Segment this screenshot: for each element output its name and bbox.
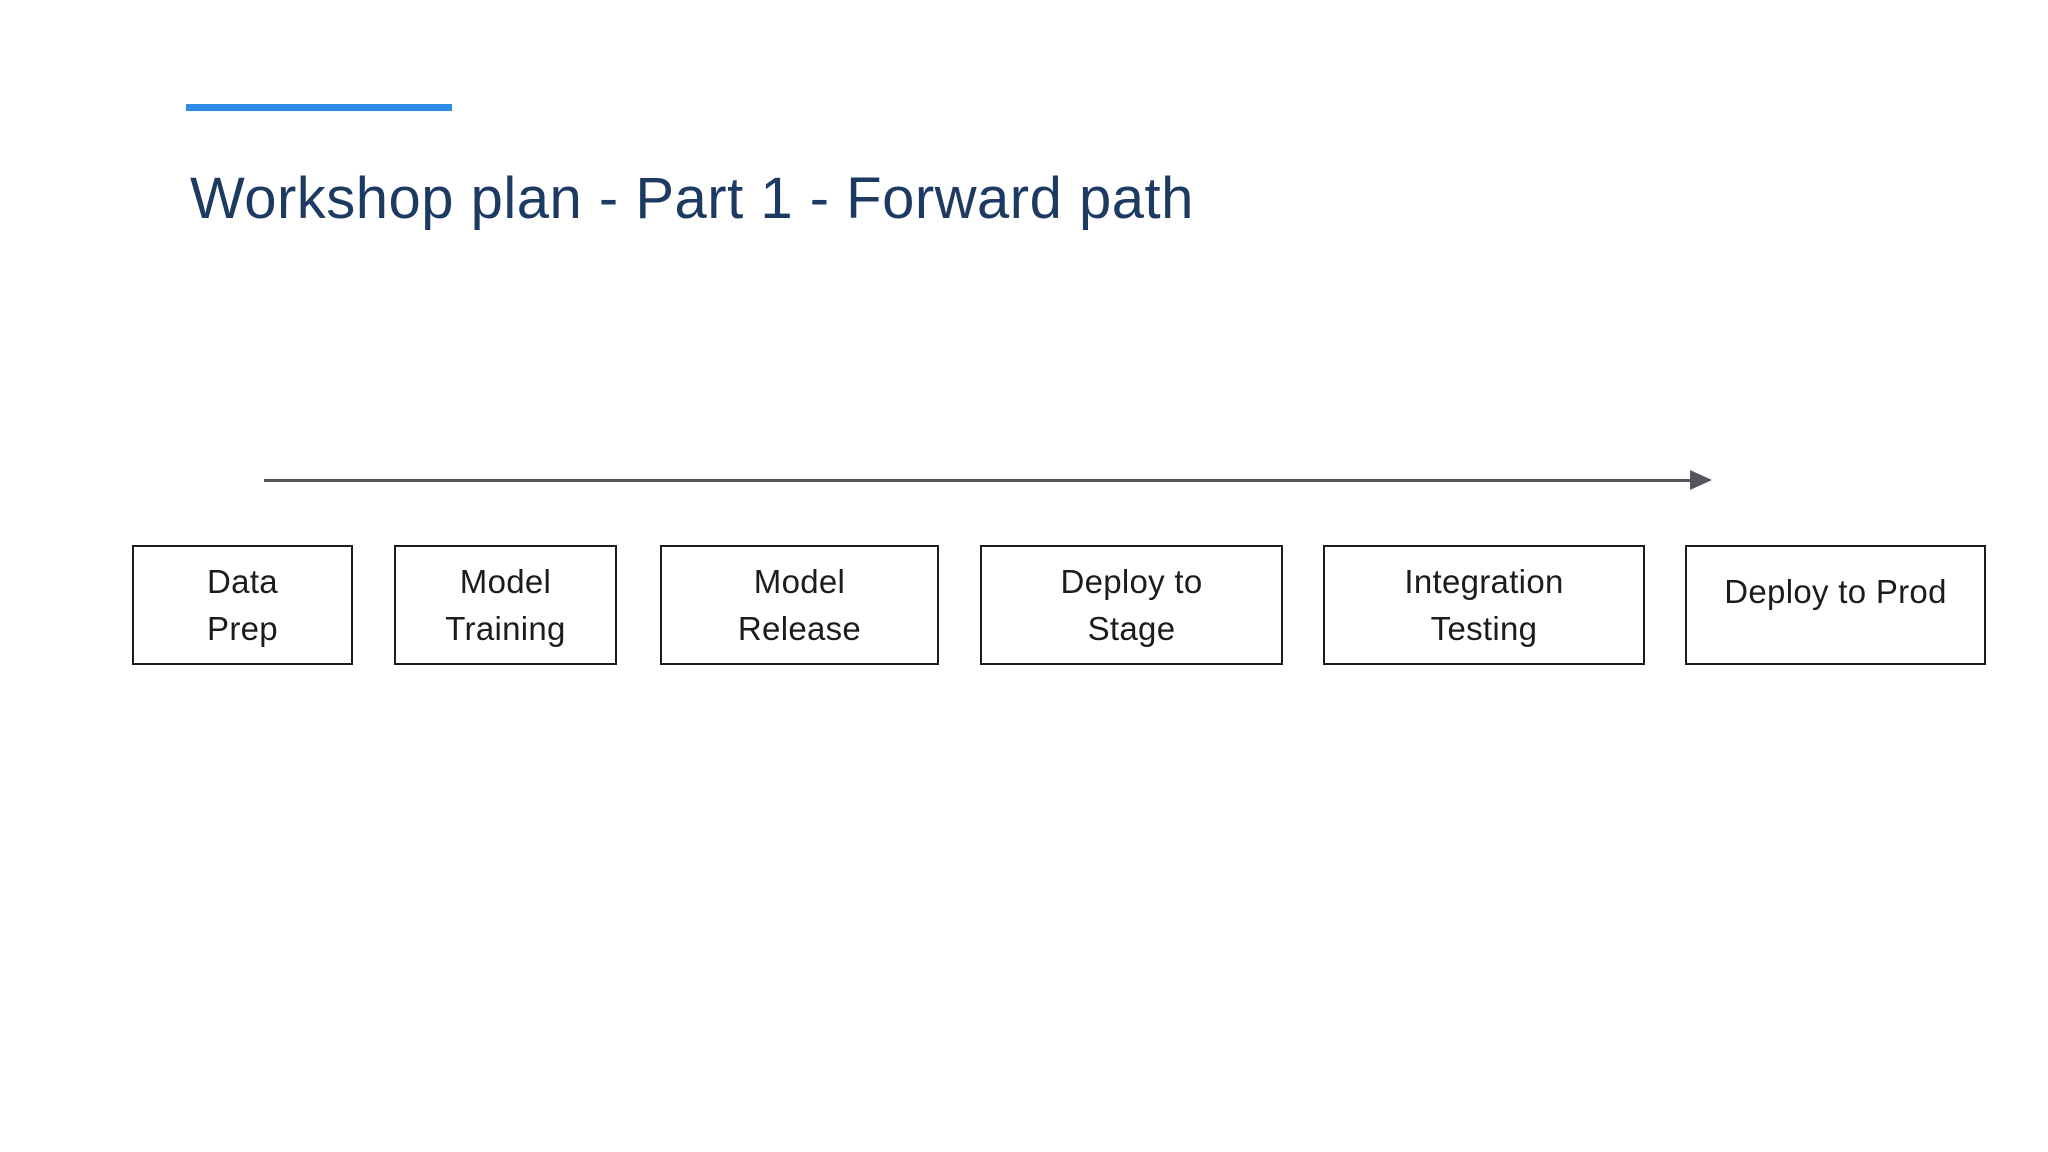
step-box-model-release: Model Release (660, 545, 939, 665)
step-label: Deploy to Prod (1724, 573, 1947, 610)
step-box-data-prep: Data Prep (132, 545, 353, 665)
forward-path-arrow (264, 462, 1712, 498)
step-label: Integration Testing (1404, 563, 1564, 647)
slide-title: Workshop plan - Part 1 - Forward path (190, 165, 1194, 231)
step-box-deploy-to-stage: Deploy to Stage (980, 545, 1283, 665)
step-label: Model Training (445, 563, 566, 647)
step-label: Data Prep (207, 563, 278, 647)
step-box-deploy-to-prod: Deploy to Prod (1685, 545, 1986, 665)
step-box-model-training: Model Training (394, 545, 617, 665)
step-box-integration-testing: Integration Testing (1323, 545, 1645, 665)
title-accent-bar (186, 104, 452, 111)
arrow-line (264, 479, 1696, 482)
arrow-right-icon (1690, 470, 1712, 490)
step-label: Model Release (737, 563, 862, 647)
step-label: Deploy to Stage (1060, 563, 1203, 647)
